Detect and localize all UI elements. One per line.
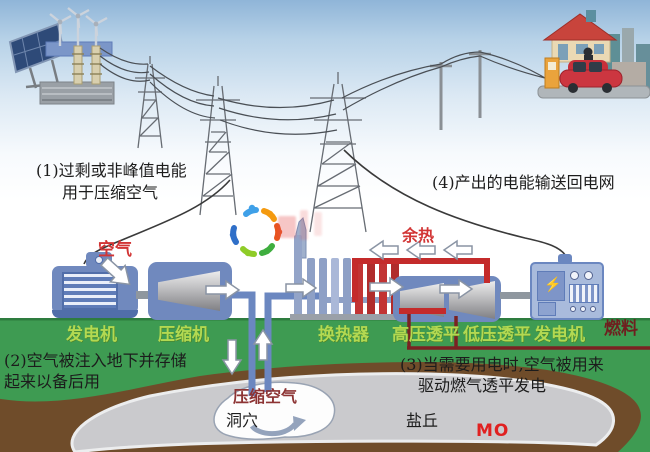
annotation-step1-line1: (1)过剩或非峰值电能	[36, 161, 187, 180]
transmission-tower-2	[196, 76, 240, 216]
house-icon	[542, 10, 618, 63]
cavern-air-arrow-icon	[249, 422, 297, 437]
generator-left-label: 发电机	[66, 325, 117, 345]
lp-turbine-machine	[449, 281, 495, 319]
power-plant-icon	[39, 45, 115, 105]
utility-pole-1	[430, 62, 452, 130]
hp-turbine-machine	[400, 283, 444, 317]
annotation-step2-line1: (2)空气被注入地下并存储	[4, 351, 187, 370]
compressor-label: 压缩机	[158, 325, 209, 345]
generator-to-grid-wire	[343, 149, 567, 257]
watermark-faded-glyph	[278, 216, 296, 238]
fuel-label: 燃料	[604, 319, 638, 339]
top-scene-illustration	[8, 7, 650, 265]
annotation-step2-line2: 起来以备后用	[4, 372, 101, 391]
salt-dome	[70, 372, 615, 452]
generator-left-machine	[52, 266, 138, 318]
watermark-faded-glyph	[314, 212, 322, 236]
turbine-unit	[393, 276, 501, 322]
air-pipe-up	[264, 292, 322, 392]
generator-right-label: 发电机	[534, 325, 585, 345]
shaft-motor-compressor	[136, 291, 150, 299]
shaft-turbine-generator	[500, 292, 532, 299]
charging-station-icon	[537, 57, 650, 99]
cavern-bubble	[213, 381, 336, 440]
watermark-logo: MO	[226, 200, 508, 441]
annotation-step3-line1: (3)当需要用电时,空气被用来	[400, 355, 604, 374]
compressor-machine	[148, 262, 232, 320]
cavern-label: 洞穴	[226, 411, 259, 430]
generator-right-terminal	[558, 254, 572, 264]
annotation-step3-line2: 驱动燃气透平发电	[418, 376, 547, 395]
electric-car-icon	[559, 47, 623, 93]
lightning-icon: ⚡	[544, 277, 562, 293]
salt-dome-label: 盐丘	[406, 411, 439, 430]
annotation-step4: (4)产出的电能输送回电网	[432, 173, 615, 192]
watermark-faded-glyph	[300, 210, 308, 240]
air-flow-label: 空气	[98, 240, 132, 260]
watermark-text: MO	[476, 421, 510, 441]
waste-heat-label: 余热	[402, 226, 435, 245]
hp-turbine-label: 高压透平	[392, 325, 460, 345]
compressed-air-label: 压缩空气	[233, 387, 298, 406]
cavern-air-arrowhead	[293, 416, 306, 431]
heat-exchanger-label: 换热器	[318, 325, 369, 345]
generator-right-machine: ⚡	[530, 262, 604, 320]
lp-turbine-label: 低压透平	[463, 325, 531, 345]
annotation-step1-line2: 用于压缩空气	[62, 183, 159, 202]
watermark-people-circle-icon	[229, 204, 283, 257]
transmission-tower-1	[135, 56, 165, 149]
